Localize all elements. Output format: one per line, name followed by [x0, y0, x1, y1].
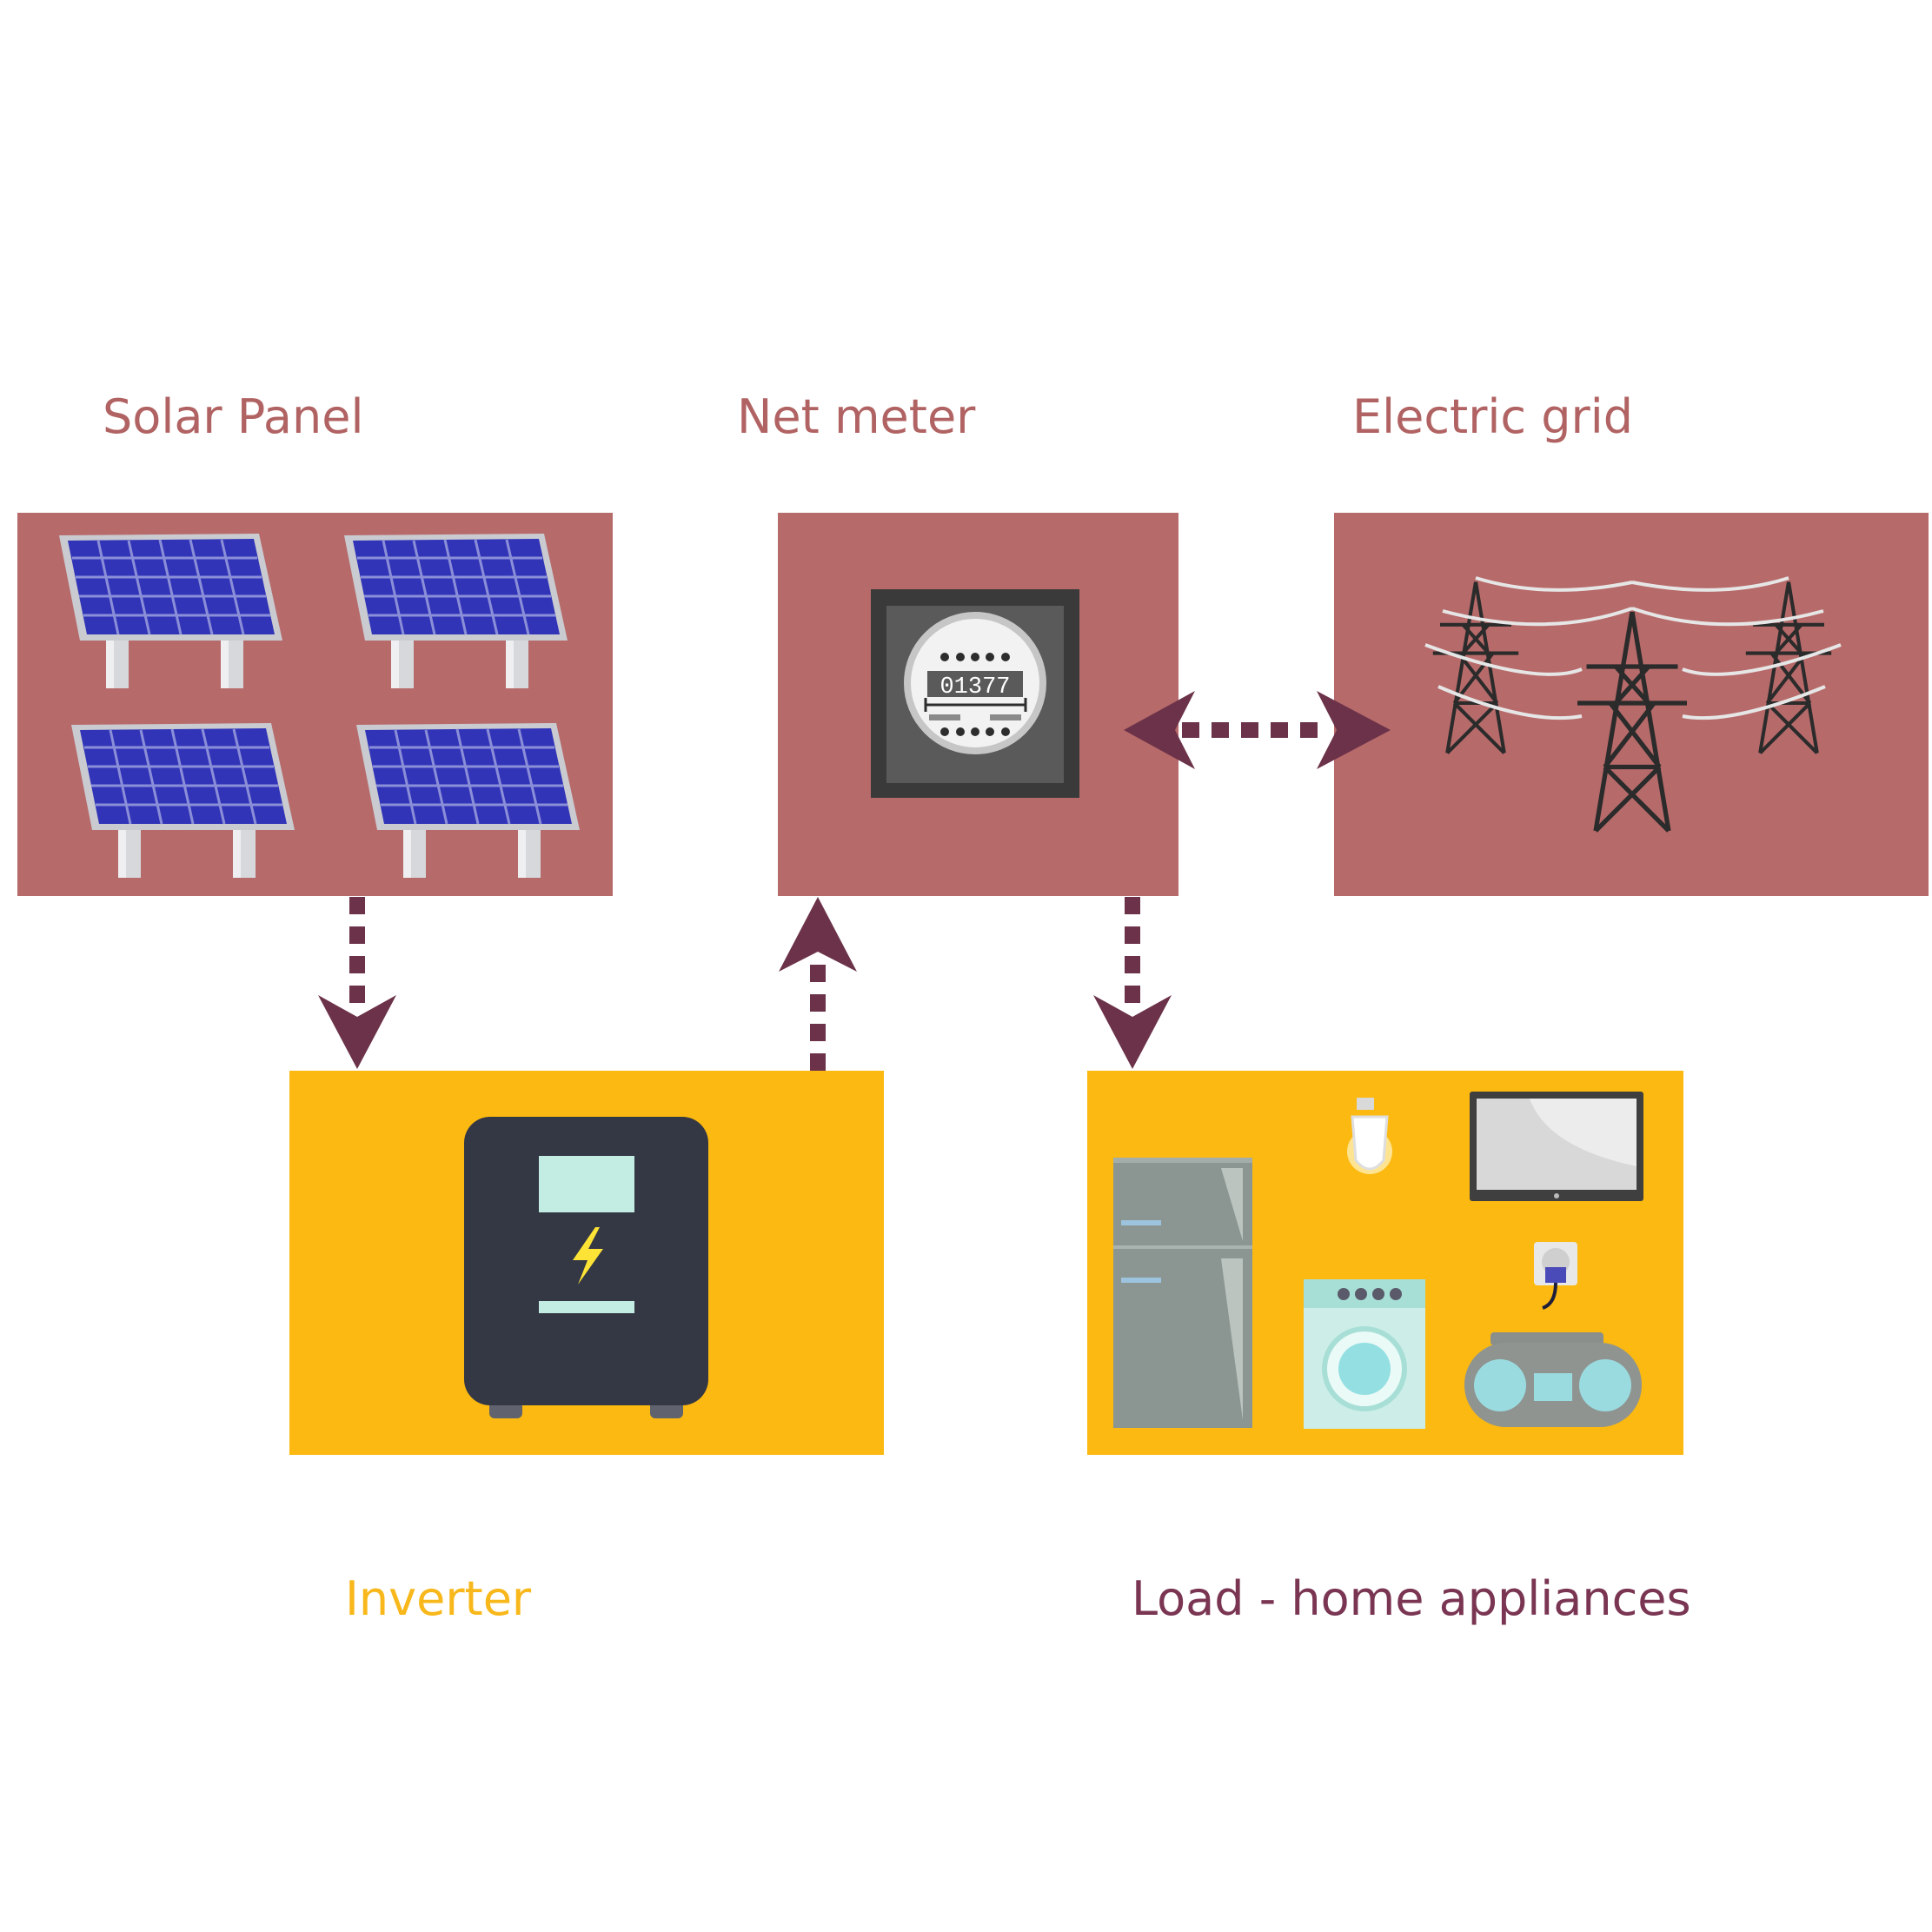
electric-meter-icon: 01377 — [871, 589, 1079, 798]
inverter-icon — [464, 1117, 708, 1418]
arrow-inverter-to-meter — [779, 897, 857, 1071]
arrow-meter-grid-bidirectional — [1124, 691, 1391, 769]
home-appliances-icon — [1113, 1092, 1643, 1429]
solar-panel-label: Solar Panel — [103, 389, 364, 444]
net-meter-label: Net meter — [737, 389, 976, 444]
meter-reading: 01377 — [939, 674, 1010, 700]
inverter-label: Inverter — [345, 1571, 532, 1626]
transmission-towers-icon — [1424, 576, 1842, 831]
flow-arrows — [318, 691, 1391, 1071]
solar-panels-icon — [57, 532, 581, 880]
load-label: Load - home appliances — [1132, 1571, 1691, 1626]
arrow-meter-to-load — [1093, 897, 1172, 1069]
arrow-solar-to-inverter — [318, 897, 396, 1069]
electric-grid-label: Electric grid — [1352, 389, 1634, 444]
